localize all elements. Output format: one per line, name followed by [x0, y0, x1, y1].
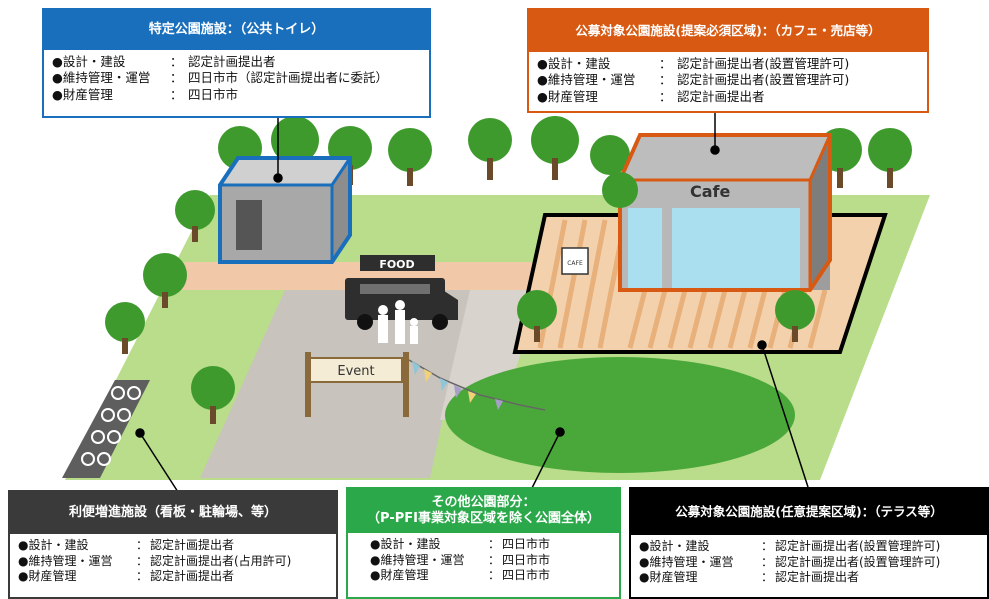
toilet-building [218, 156, 352, 264]
other-park-box-title: その他公園部分： （P-PFI事業対象区域を除く公園全体） [348, 489, 619, 533]
cafe-row: ●設計・建設：認定計画提出者(設置管理許可) [537, 56, 850, 71]
grass-oval [445, 357, 795, 473]
terrace-row: ●財産管理：認定計画提出者 [639, 570, 860, 585]
cafe-board: CAFE [567, 260, 583, 267]
toilet-box-title: 特定公園施設：（公共トイレ） [44, 10, 429, 50]
terrace-row: ●設計・建設：認定計画提出者(設置管理許可) [639, 539, 941, 553]
cafe-box-body: ●設計・建設：認定計画提出者(設置管理許可) ●維持管理・運営：認定計画提出者(… [529, 52, 927, 109]
toilet-box: 特定公園施設：（公共トイレ） ●設計・建設：認定計画提出者 ●維持管理・運営：四… [42, 8, 431, 118]
other-park-title-line1: その他公園部分： [431, 494, 536, 510]
toilet-box-body: ●設計・建設：認定計画提出者 ●維持管理・運営：四日市市（認定計画提出者に委託）… [44, 50, 429, 107]
cafe-box-title: 公募対象公園施設(提案必須区域)：（カフェ・売店等） [529, 10, 927, 52]
convenience-box: 利便増進施設（看板・駐輪場、等） ●設計・建設：認定計画提出者 ●維持管理・運営… [8, 490, 338, 599]
terrace-box-body: ●設計・建設：認定計画提出者(設置管理許可) ●維持管理・運営：認定計画提出者(… [631, 535, 987, 590]
convenience-row: ●財産管理：認定計画提出者 [18, 569, 235, 584]
terrace-box: 公募対象公園施設(任意提案区域)：（テラス等） ●設計・建設：認定計画提出者(設… [629, 487, 989, 599]
other-park-box: その他公園部分： （P-PFI事業対象区域を除く公園全体） ●設計・建設：四日市… [346, 487, 621, 599]
other-row: ●設計・建設：四日市市 [370, 537, 551, 551]
other-park-box-body: ●設計・建設：四日市市 ●維持管理・運営：四日市市 ●財産管理：四日市市 [348, 533, 619, 588]
cafe-row: ●維持管理・運営：認定計画提出者(設置管理許可) [537, 72, 850, 88]
terrace-row: ●維持管理・運営：認定計画提出者(設置管理許可) [639, 554, 941, 569]
toilet-row: ●維持管理・運営：四日市市（認定計画提出者に委託） [52, 70, 389, 86]
plaza-path-2 [440, 290, 540, 420]
other-row: ●維持管理・運営：四日市市 [370, 552, 551, 567]
convenience-row: ●維持管理・運営：認定計画提出者(占用許可) [18, 553, 292, 568]
event-sign: Event [337, 364, 374, 379]
convenience-box-title: 利便増進施設（看板・駐輪場、等） [10, 492, 336, 534]
other-park-title-line2: （P-PFI事業対象区域を除く公園全体） [367, 511, 600, 526]
cafe-row: ●財産管理：認定計画提出者 [537, 88, 765, 104]
toilet-row: ●財産管理：四日市市 [52, 86, 239, 102]
cafe-building [618, 133, 832, 292]
bike-parking [62, 380, 150, 478]
terrace-box-title: 公募対象公園施設(任意提案区域)：（テラス等） [631, 489, 987, 535]
food-truck [345, 255, 458, 344]
tree-group-front [105, 172, 815, 424]
convenience-box-body: ●設計・建設：認定計画提出者 ●維持管理・運営：認定計画提出者(占用許可) ●財… [10, 534, 336, 589]
convenience-row: ●設計・建設：認定計画提出者 [18, 538, 235, 552]
other-row: ●財産管理：四日市市 [370, 568, 551, 583]
food-sign: FOOD [379, 258, 414, 271]
leader-lines [135, 113, 809, 493]
toilet-row: ●設計・建設：認定計画提出者 [52, 54, 276, 69]
cafe-box: 公募対象公園施設(提案必須区域)：（カフェ・売店等） ●設計・建設：認定計画提出… [527, 8, 929, 113]
cafe-sign: Cafe [690, 182, 731, 201]
event-gate [305, 352, 546, 417]
